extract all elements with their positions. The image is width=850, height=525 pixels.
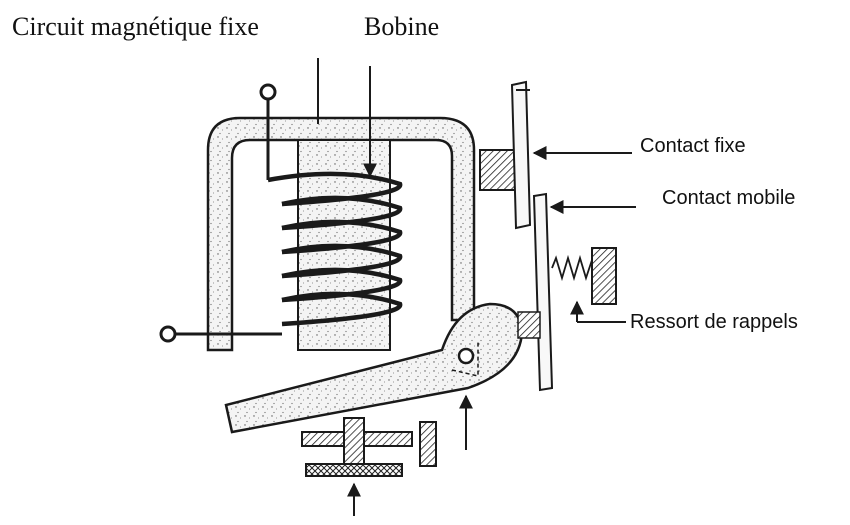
label-bobine: Bobine bbox=[364, 12, 440, 41]
label-contact-mobile: Contact mobile bbox=[662, 187, 796, 209]
pointer-arrows bbox=[317, 58, 636, 516]
mobile-armature bbox=[224, 302, 524, 434]
armature-pivot bbox=[457, 347, 475, 365]
label-ressort-de-rappels: Ressort de rappels bbox=[630, 311, 798, 333]
adjusting-screw bbox=[343, 417, 365, 465]
screw-base bbox=[305, 463, 403, 477]
contact-fixe-support bbox=[479, 149, 519, 191]
contact-fixe-blade bbox=[510, 80, 532, 230]
spring-wall bbox=[591, 247, 617, 305]
label-contact-fixe: Contact fixe bbox=[640, 135, 746, 157]
label-circuit-magnetique-fixe: Circuit magnétique fixe bbox=[12, 12, 259, 41]
return-spring bbox=[551, 254, 593, 282]
contact-mobile-blade bbox=[532, 192, 554, 392]
fixed-magnetic-circuit bbox=[206, 116, 476, 352]
coil-terminals bbox=[159, 83, 282, 343]
coil-windings bbox=[267, 171, 403, 327]
